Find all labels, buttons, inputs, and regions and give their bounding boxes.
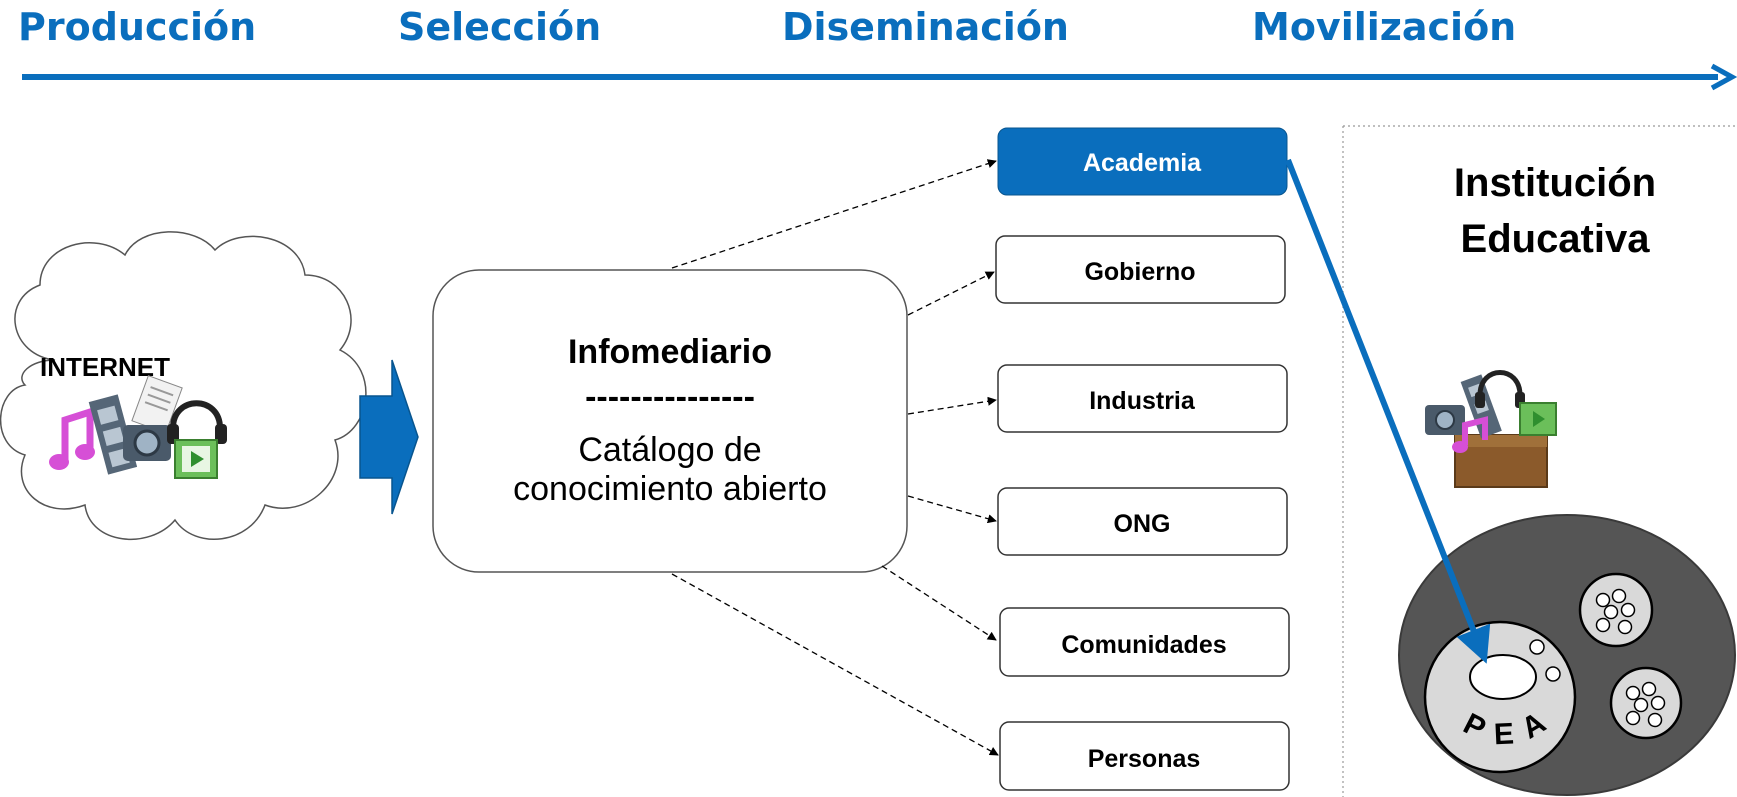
- cell-cluster-top: [1578, 572, 1654, 648]
- infomediary-line2: conocimiento abierto: [513, 470, 827, 508]
- stage-seleccion: Selección: [398, 5, 601, 49]
- recipient-personas-label: Personas: [1088, 745, 1201, 773]
- video-player-icon: [174, 439, 218, 479]
- internet-to-infomediary-arrow: [359, 359, 419, 515]
- institution-title-line2: Educativa: [1461, 217, 1651, 261]
- recipient-personas: Personas: [999, 721, 1290, 791]
- institution-title-line1: Institución: [1454, 161, 1656, 205]
- cell-cluster-right: [1609, 666, 1683, 740]
- stage-diseminacion: Diseminación: [782, 5, 1069, 49]
- recipient-academia-label: Academia: [1083, 149, 1202, 177]
- dissemination-connectors: [671, 159, 999, 756]
- media-chest-icon: [1425, 370, 1557, 488]
- recipient-industria-label: Industria: [1089, 387, 1196, 415]
- document-icon: [131, 375, 183, 434]
- recipient-ong-label: ONG: [1114, 510, 1171, 538]
- pea-circle: P E A: [1423, 620, 1577, 774]
- camera-icon: [123, 425, 171, 461]
- media-icons: [49, 375, 227, 479]
- institution-panel: Institución Educativa: [1342, 125, 1737, 797]
- music-note-icon: [49, 407, 95, 470]
- stage-movilizacion: Movilización: [1252, 5, 1516, 49]
- recipient-gobierno: Gobierno: [995, 235, 1286, 304]
- infomediary-title: Infomediario: [568, 333, 772, 371]
- infomediary-box: Infomediario --------------- Catálogo de…: [432, 269, 908, 573]
- academia-to-pea-arrow: [1285, 158, 1491, 664]
- recipient-ong: ONG: [997, 487, 1288, 556]
- infomediary-divider: ---------------: [585, 378, 755, 416]
- recipient-comunidades: Comunidades: [999, 607, 1290, 677]
- internet-cloud: INTERNET: [0, 231, 367, 541]
- infomediary-line1: Catálogo de: [578, 431, 761, 469]
- recipient-comunidades-label: Comunidades: [1061, 631, 1226, 659]
- recipient-industria: Industria: [997, 364, 1288, 433]
- recipient-academia: Academia: [997, 127, 1288, 196]
- timeline-arrow: [22, 63, 1737, 91]
- stage-produccion: Producción: [18, 5, 256, 49]
- recipient-gobierno-label: Gobierno: [1084, 258, 1195, 286]
